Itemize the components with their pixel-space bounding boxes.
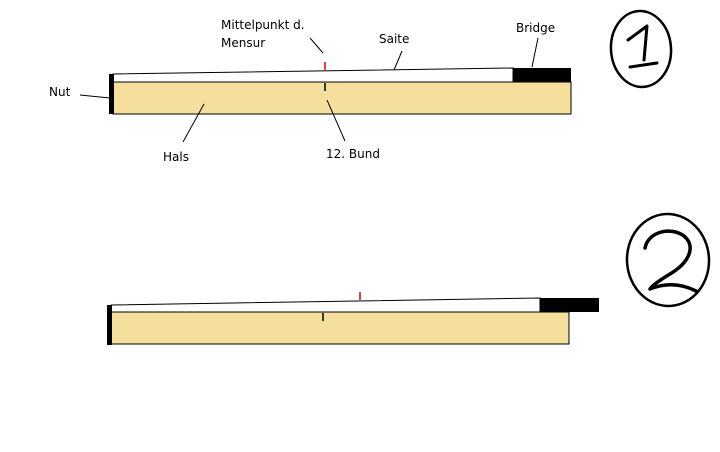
leader-bridge [531,37,539,68]
label-nut: Nut [49,85,71,99]
figure-number-2 [625,212,711,308]
figure-number-1 [609,9,673,89]
leader-neck [182,103,205,143]
digit-1-stroke [626,24,659,69]
leader-midpoint [309,37,324,54]
label-fret-12: 12. Bund [326,147,380,161]
leader-string [393,50,403,71]
label-neck: Hals [163,150,189,164]
string-1 [112,67,514,83]
leader-nut [79,94,111,99]
circle-1 [609,9,673,89]
figure-1: Mittelpunkt d. Mensur Saite Bridge Nut H… [49,9,673,164]
neck-2 [110,311,570,345]
string-2 [110,297,541,313]
nut-1 [109,74,114,114]
bridge-2 [540,298,599,312]
leader-fret-12 [326,99,346,142]
nut-2 [107,305,112,345]
digit-2-stroke [643,229,698,293]
label-midpoint-line2: Mensur [221,36,265,50]
label-midpoint-line1: Mittelpunkt d. [221,18,305,32]
figure-2 [107,212,711,345]
label-bridge: Bridge [516,21,555,35]
label-string: Saite [379,32,409,46]
bridge-1 [513,68,571,82]
neck-1 [112,81,572,115]
circle-2 [625,212,711,308]
